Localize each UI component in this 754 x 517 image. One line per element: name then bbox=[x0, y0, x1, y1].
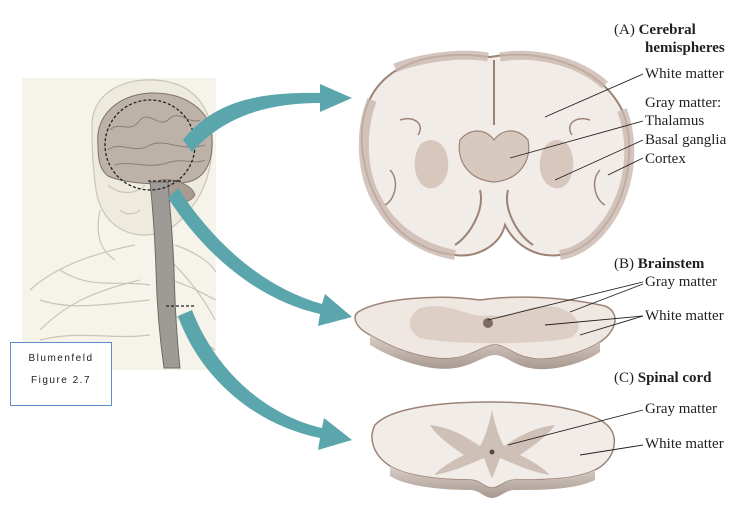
section-c-title: Spinal cord bbox=[638, 370, 712, 386]
section-a-title-line2: hemispheres bbox=[645, 39, 725, 57]
label-basal-ganglia: Basal ganglia bbox=[645, 132, 726, 149]
label-gray-matter-b: Gray matter bbox=[645, 274, 717, 291]
section-a-letter: (A) bbox=[614, 22, 635, 38]
section-c-letter: (C) bbox=[614, 370, 634, 386]
label-gray-matter-c: Gray matter bbox=[645, 401, 717, 418]
section-b-heading: (B) Brainstem bbox=[614, 255, 704, 273]
section-c-heading: (C) Spinal cord bbox=[614, 369, 712, 387]
caption-line2: Figure 2.7 bbox=[11, 375, 111, 387]
cerebral-section bbox=[362, 55, 630, 256]
label-white-matter-c: White matter bbox=[645, 436, 724, 453]
section-a-title-line1: Cerebral bbox=[639, 22, 696, 38]
caption-box: Blumenfeld Figure 2.7 bbox=[10, 342, 112, 406]
label-thalamus: Thalamus bbox=[645, 113, 704, 130]
caption-line1: Blumenfeld bbox=[11, 353, 111, 365]
section-b-title: Brainstem bbox=[638, 256, 705, 272]
spinal-cord-section bbox=[372, 402, 614, 498]
label-white-matter-b: White matter bbox=[645, 308, 724, 325]
label-gray-matter-a: Gray matter: bbox=[645, 95, 721, 112]
label-cortex: Cortex bbox=[645, 151, 686, 168]
label-white-matter-a: White matter bbox=[645, 66, 724, 83]
section-a-heading: (A) Cerebral bbox=[614, 21, 696, 39]
section-b-letter: (B) bbox=[614, 256, 634, 272]
brainstem-section bbox=[355, 297, 615, 369]
